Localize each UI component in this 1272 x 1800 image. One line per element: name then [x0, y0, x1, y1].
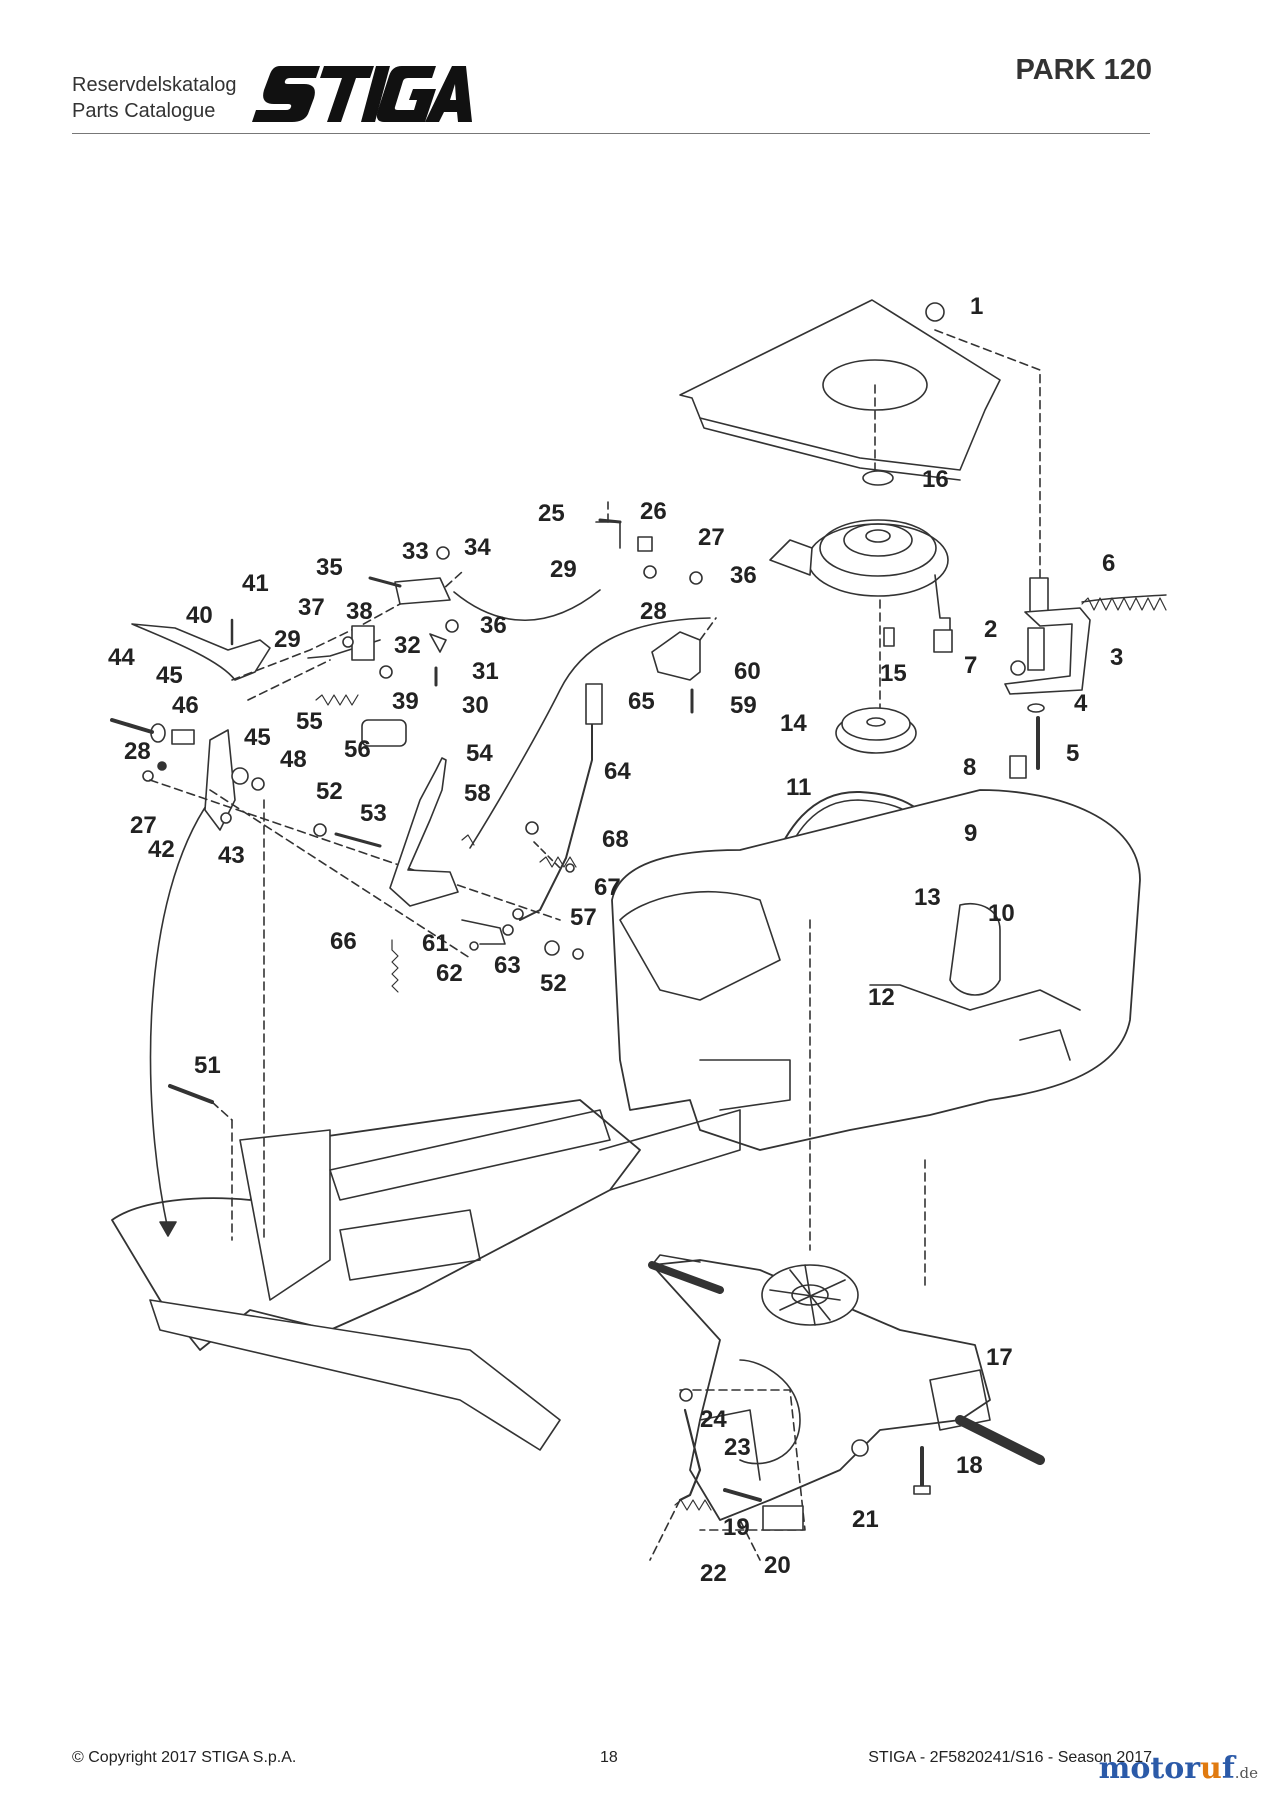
callout-27b: 27 — [130, 812, 157, 839]
callout-37: 37 — [298, 594, 325, 621]
callout-58: 58 — [464, 780, 491, 807]
document-code: STIGA - 2F5820241/S16 - Season 2017 — [868, 1749, 1152, 1766]
callout-28a: 28 — [640, 598, 667, 625]
callout-12: 12 — [868, 984, 895, 1011]
callout-15: 15 — [880, 660, 907, 687]
callout-2: 2 — [984, 616, 998, 643]
callout-45b: 45 — [244, 724, 271, 751]
callout-14: 14 — [780, 710, 807, 737]
callout-40: 40 — [186, 602, 213, 629]
callout-45a: 45 — [156, 662, 183, 689]
callout-26: 26 — [640, 498, 667, 525]
callout-62: 62 — [436, 960, 463, 987]
callout-22: 22 — [700, 1560, 727, 1587]
callout-67: 67 — [594, 874, 621, 901]
callout-27a: 27 — [698, 524, 725, 551]
callout-20: 20 — [764, 1552, 791, 1579]
callout-52a: 52 — [316, 778, 343, 805]
callout-33: 33 — [402, 538, 429, 565]
callout-43: 43 — [218, 842, 245, 869]
callout-6: 6 — [1102, 550, 1116, 577]
callout-10: 10 — [988, 900, 1015, 927]
callout-4: 4 — [1074, 690, 1088, 717]
callout-24: 24 — [700, 1406, 727, 1433]
callout-11: 11 — [786, 774, 812, 801]
copyright-notice: © Copyright 2017 STIGA S.p.A. — [72, 1749, 297, 1766]
callout-35: 35 — [316, 554, 343, 581]
callout-52b: 52 — [540, 970, 567, 997]
callout-51: 51 — [194, 1052, 221, 1079]
callout-18: 18 — [956, 1452, 983, 1479]
callout-29b: 29 — [274, 626, 301, 653]
callout-29a: 29 — [550, 556, 577, 583]
catalog-title-swedish: Reservdelskatalog — [72, 74, 237, 96]
callout-31: 31 — [472, 658, 499, 685]
callout-56: 56 — [344, 736, 371, 763]
header-rule — [72, 133, 1150, 134]
callout-9: 9 — [964, 820, 978, 847]
callout-54: 54 — [466, 740, 493, 767]
callout-48: 48 — [280, 746, 307, 773]
callout-23: 23 — [724, 1434, 751, 1461]
page-number: 18 — [600, 1749, 618, 1766]
callout-41: 41 — [242, 570, 269, 597]
callout-13: 13 — [914, 884, 941, 911]
callout-34: 34 — [464, 534, 491, 561]
stiga-logo — [252, 62, 472, 131]
callout-39: 39 — [392, 688, 419, 715]
callout-65: 65 — [628, 688, 655, 715]
callout-57: 57 — [570, 904, 597, 931]
callout-55: 55 — [296, 708, 323, 735]
callout-32: 32 — [394, 632, 421, 659]
callout-68: 68 — [602, 826, 629, 853]
callout-36a: 36 — [480, 612, 507, 639]
callout-66: 66 — [330, 928, 357, 955]
callout-60: 60 — [734, 658, 761, 685]
model-name: PARK 120 — [1015, 54, 1152, 86]
callout-21: 21 — [852, 1506, 879, 1533]
catalog-title: Reservdelskatalog Parts Catalogue — [72, 72, 237, 124]
callout-5: 5 — [1066, 740, 1080, 767]
callout-46: 46 — [172, 692, 199, 719]
callout-59: 59 — [730, 692, 757, 719]
callout-63: 63 — [494, 952, 521, 979]
callout-16: 16 — [922, 466, 949, 493]
callout-61: 61 — [422, 930, 449, 957]
callout-53: 53 — [360, 800, 387, 827]
catalog-title-english: Parts Catalogue — [72, 100, 216, 122]
callout-8: 8 — [963, 754, 977, 781]
motoruf-watermark: motoruf.de — [1098, 1751, 1258, 1786]
callout-36b: 36 — [730, 562, 757, 589]
callout-44: 44 — [108, 644, 135, 671]
callout-30: 30 — [462, 692, 489, 719]
callout-7: 7 — [964, 652, 978, 679]
callout-25: 25 — [538, 500, 565, 527]
callout-17: 17 — [986, 1344, 1013, 1371]
callout-42: 42 — [148, 836, 175, 863]
callout-1: 1 — [970, 293, 984, 320]
callout-28b: 28 — [124, 738, 151, 765]
callout-19: 19 — [723, 1514, 750, 1541]
callout-64: 64 — [604, 758, 631, 785]
callout-38: 38 — [346, 598, 373, 625]
callout-3: 3 — [1110, 644, 1124, 671]
